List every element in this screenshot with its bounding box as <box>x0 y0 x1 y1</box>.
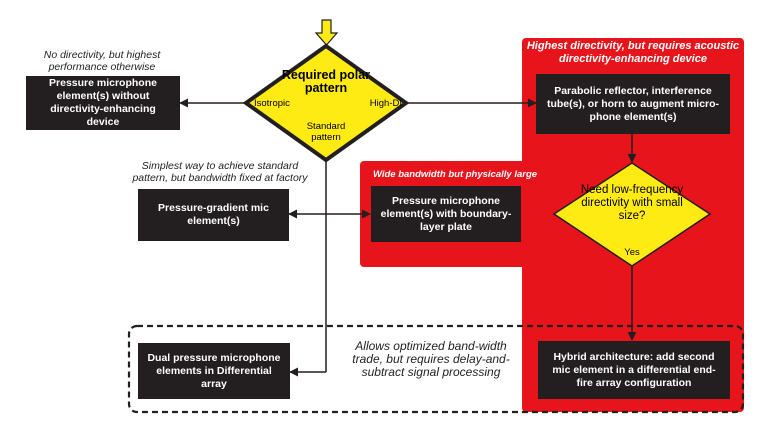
gradient-note: Simplest way to achieve standard pattern… <box>132 160 308 184</box>
isotropic-box: Pressure microphone element(s) without d… <box>26 76 180 130</box>
high-directivity-header: Highest directivity, but requires acoust… <box>526 40 740 65</box>
isotropic-note: No directivity, but highest performance … <box>43 49 161 73</box>
differential-option-region <box>127 324 745 414</box>
lowfreq-decision-diamond <box>552 162 712 267</box>
start-arrow-icon <box>314 19 339 46</box>
wide-bandwidth-header: Wide bandwidth but physically large <box>372 169 538 180</box>
decision-title: Required polar pattern <box>281 68 371 95</box>
decision-standard-label: Standard pattern <box>306 121 346 143</box>
yes-label: Yes <box>624 247 640 258</box>
parabolic-box: Parabolic reflector, interference tube(s… <box>536 74 730 134</box>
differential-note: Allows optimized band-width trade, but r… <box>352 339 510 379</box>
decision-isotropic-label: Isotropic <box>254 98 290 109</box>
decision-high-di-label: High-DI <box>369 98 402 109</box>
hybrid-box: Hybrid architecture: add second mic elem… <box>538 341 730 399</box>
gradient-box: Pressure-gradient mic element(s) <box>138 189 289 241</box>
lowfreq-question: Need low-frequency directivity with smal… <box>580 184 684 222</box>
boundary-box: Pressure microphone element(s) with boun… <box>371 186 521 242</box>
differential-box: Dual pressure microphone elements in Dif… <box>138 343 290 399</box>
